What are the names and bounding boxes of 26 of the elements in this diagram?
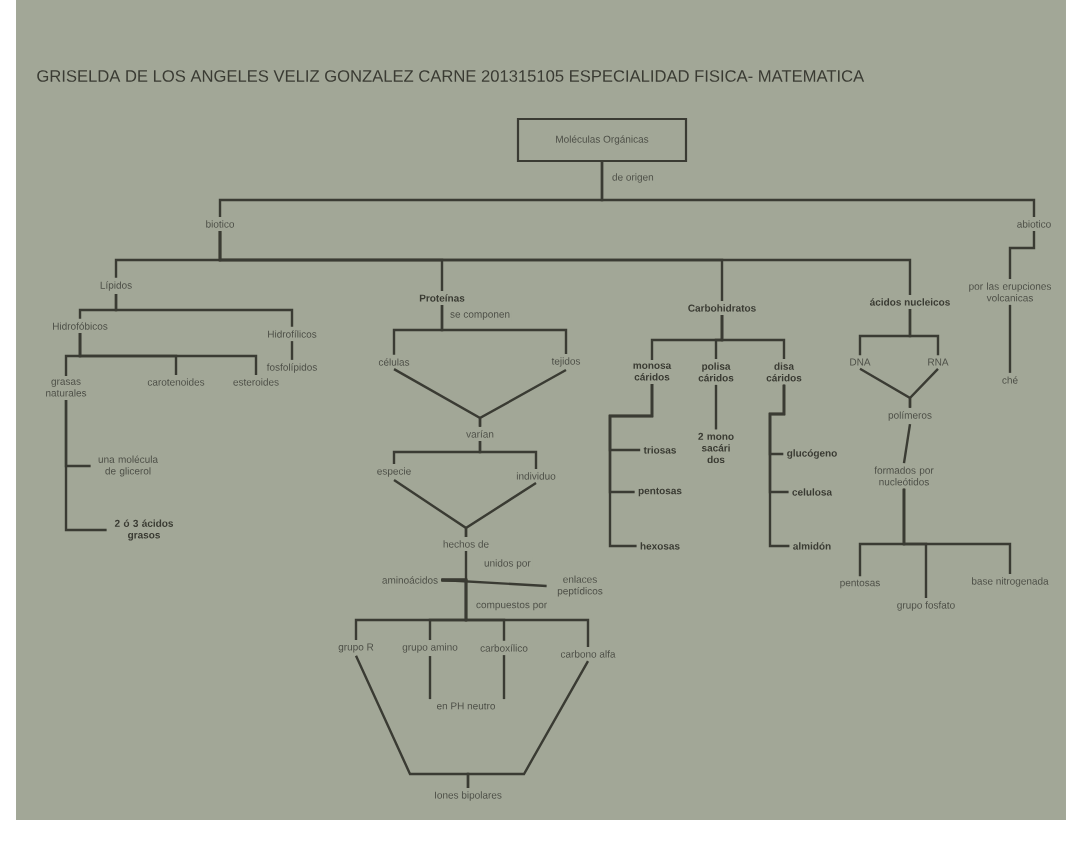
connector-line (441, 578, 547, 588)
connector-line (608, 383, 654, 548)
connector-line (720, 315, 786, 360)
connector-line (908, 368, 939, 408)
connector-line (64, 399, 107, 532)
connector-line (908, 309, 940, 356)
connector-line (902, 423, 912, 464)
connector-line (114, 294, 294, 327)
connector-line (441, 578, 590, 647)
connector-line (78, 333, 258, 375)
connector-line (902, 488, 1012, 574)
connector-line (464, 482, 537, 537)
connector-line (600, 162, 1036, 217)
connector-line (218, 231, 912, 295)
connector-line (440, 305, 568, 354)
connector-line (290, 341, 294, 360)
title: GRISELDA DE LOS ANGELES VELIZ GONZALEZ CARNE 201315105 ESPECIALIDAD FISICA- MATEMATICA (37, 70, 865, 82)
connector-line (768, 384, 790, 548)
connector-line (466, 660, 590, 788)
connector-line (502, 655, 506, 700)
connector-line (478, 441, 538, 469)
connector-line (714, 384, 718, 430)
connector-line (1008, 231, 1036, 280)
connector-line (1008, 304, 1012, 373)
connector-line (478, 369, 567, 427)
connector-line (428, 656, 432, 700)
